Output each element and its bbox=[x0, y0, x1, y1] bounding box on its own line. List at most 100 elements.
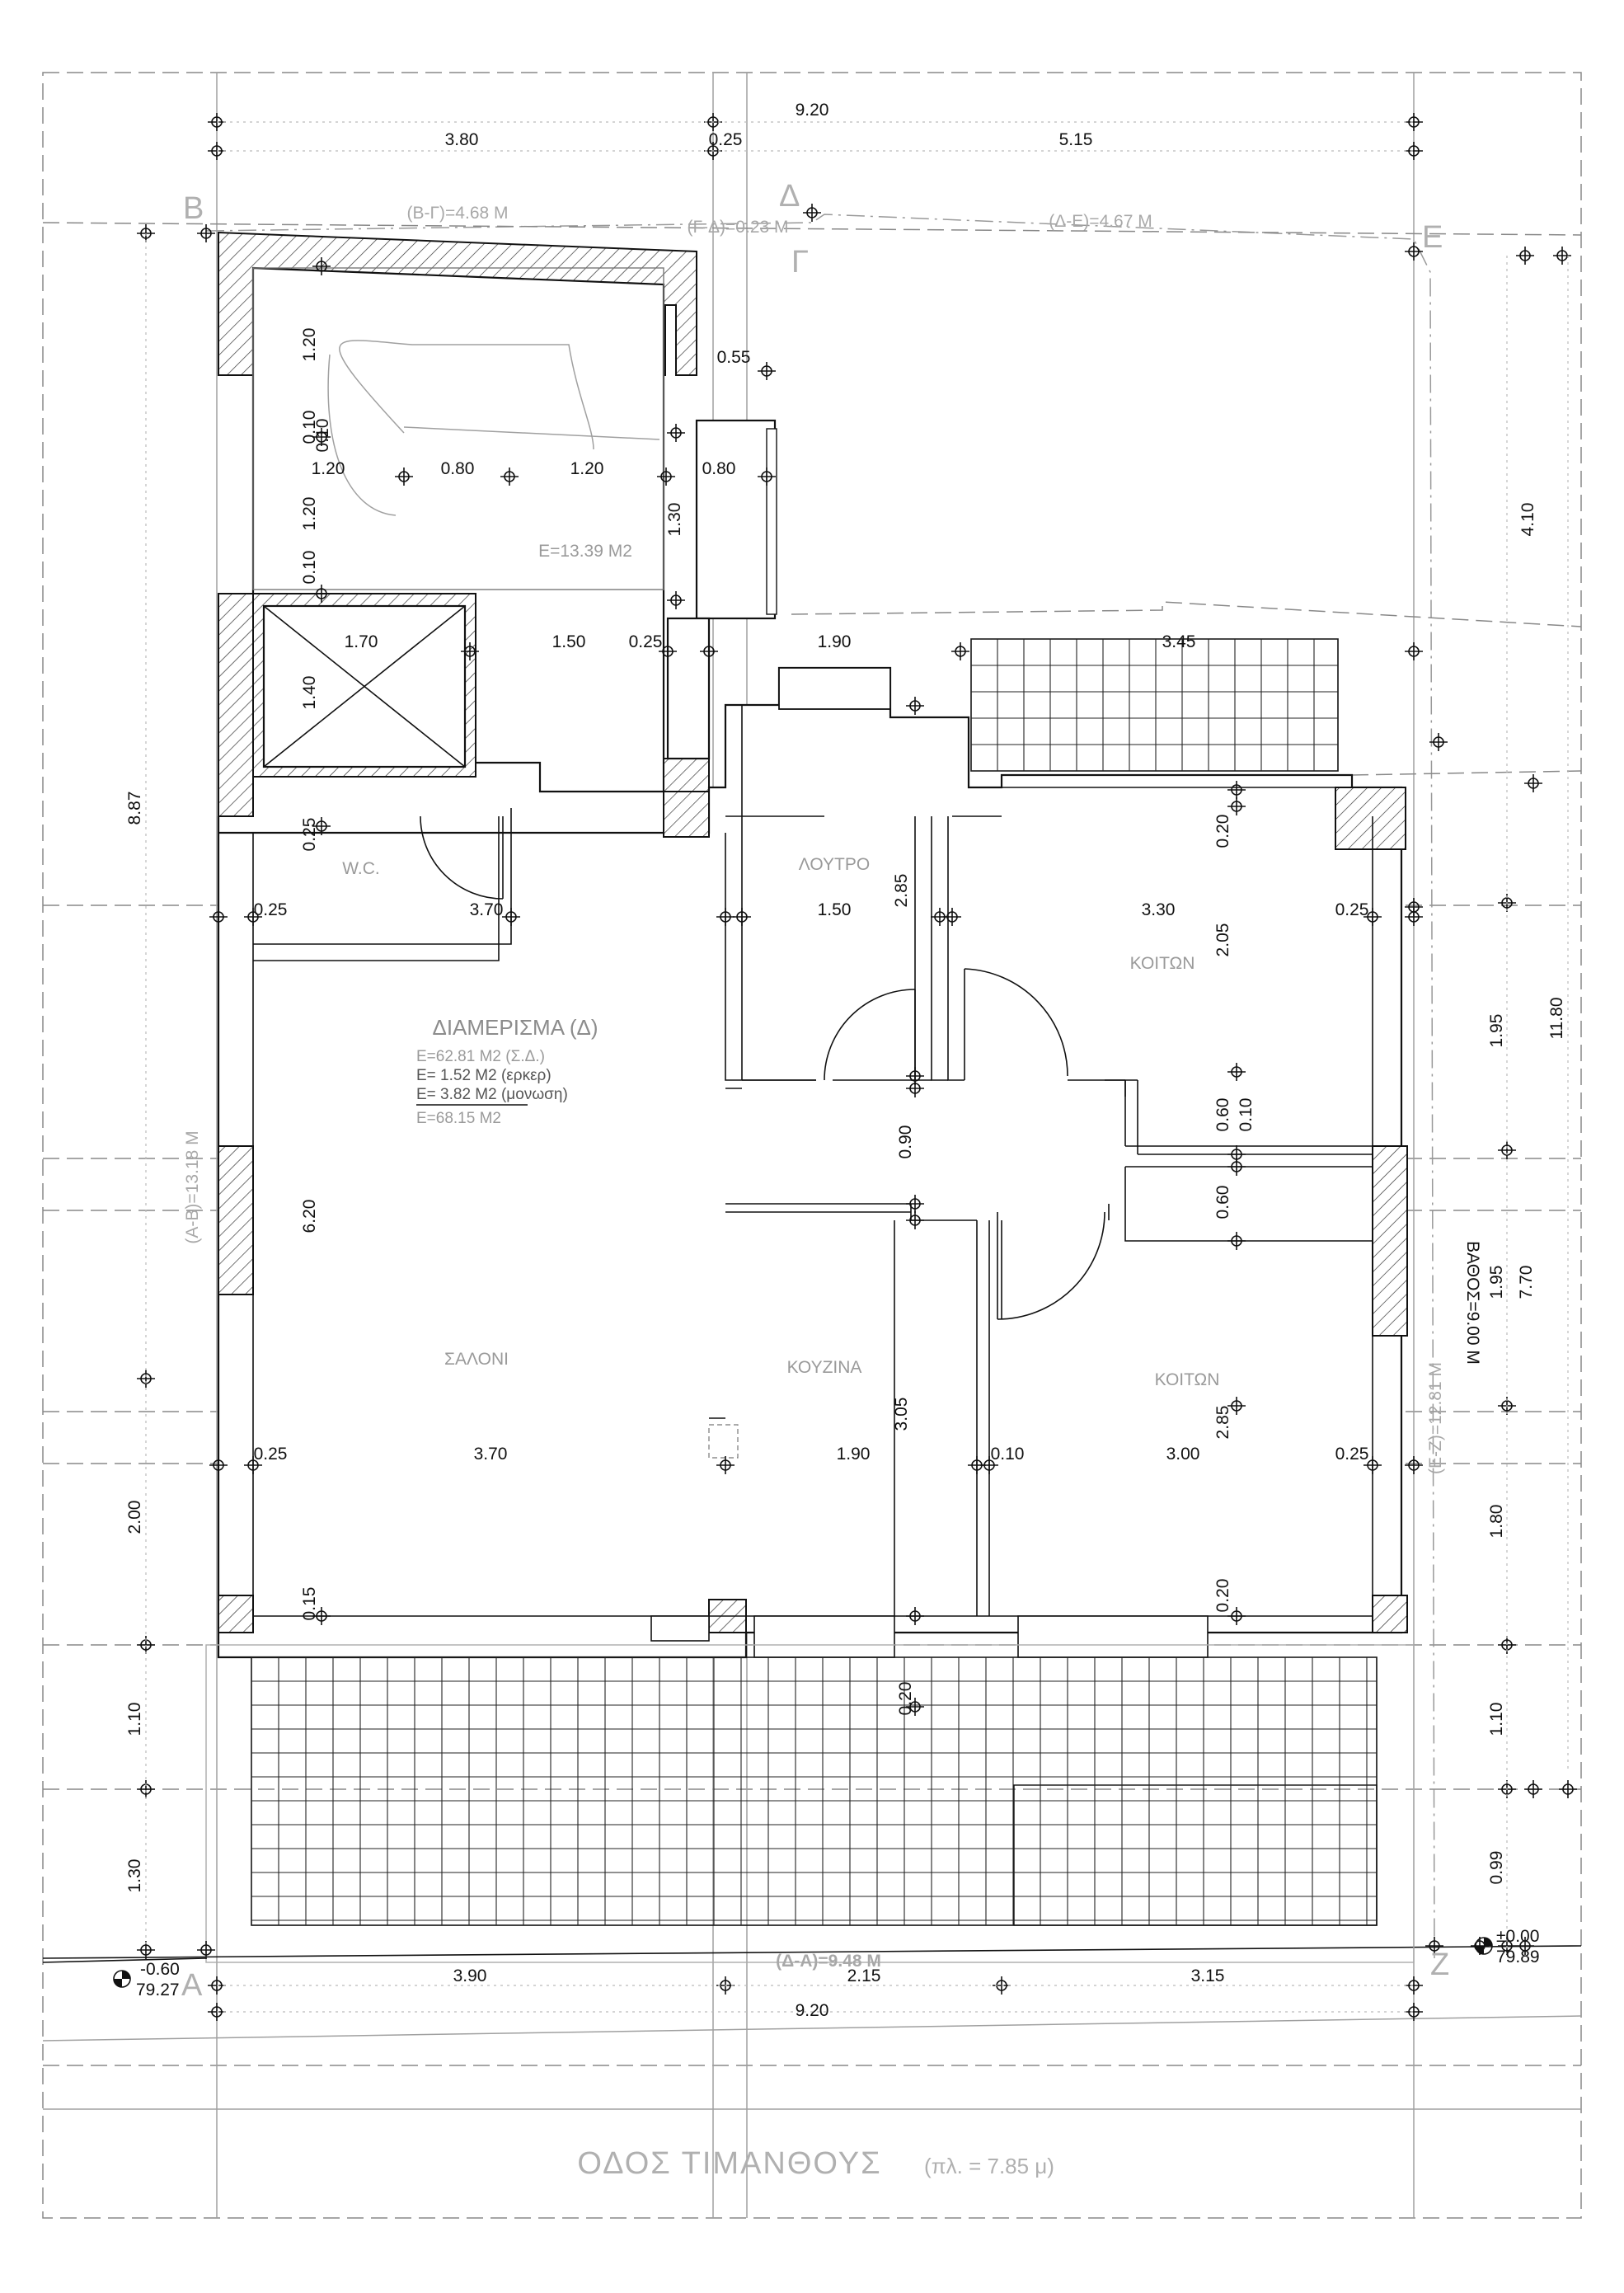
dim-stair-010a: 0.10 bbox=[300, 411, 319, 444]
dim-right-410: 4.10 bbox=[1518, 503, 1537, 537]
level-right-relative: ±0.00 bbox=[1496, 1927, 1539, 1946]
dim-mid-345: 3.45 bbox=[1162, 632, 1196, 651]
point-label-a: A bbox=[181, 1968, 203, 2003]
point-label-gamma: Γ bbox=[791, 245, 809, 280]
dim-lift-170: 1.70 bbox=[345, 632, 378, 651]
apartment-area-3: E= 3.82 M2 (μονωση) bbox=[416, 1086, 568, 1103]
apartment-area-2: E= 1.52 M2 (ερκερ) bbox=[416, 1067, 552, 1084]
edge-label-bg: (Β-Γ)=4.68 Μ bbox=[406, 204, 508, 223]
terrace-bottom bbox=[205, 1644, 1415, 1963]
point-label-delta: Δ bbox=[779, 179, 800, 214]
dim-stair-h080b: 0.80 bbox=[702, 459, 736, 478]
dim-left-130: 1.30 bbox=[125, 1859, 144, 1893]
dim-mid-060b: 0.60 bbox=[1213, 1186, 1232, 1219]
dim-mid-060a: 0.60 bbox=[1213, 1098, 1232, 1132]
dim-r1-330: 3.30 bbox=[1142, 900, 1176, 919]
dim-left-200: 2.00 bbox=[125, 1501, 144, 1534]
dim-right-770: 7.70 bbox=[1517, 1266, 1536, 1299]
apartment-area-total: E=68.15 M2 bbox=[416, 1110, 501, 1127]
dim-stair-055: 0.55 bbox=[717, 348, 751, 367]
edge-label-ez: (Ε-Ζ)=12.81 Μ bbox=[1426, 1362, 1445, 1474]
dim-stair-h080: 0.80 bbox=[441, 459, 475, 478]
doors bbox=[420, 815, 1105, 1320]
dim-r1-150: 1.50 bbox=[818, 900, 852, 919]
stair-area-label: E=13.39 M2 bbox=[538, 542, 632, 561]
axis-marks bbox=[137, 113, 1577, 2021]
dim-stair-120b: 1.20 bbox=[300, 497, 319, 531]
room-bedroom-1: ΚΟΙΤΩΝ bbox=[1130, 954, 1195, 973]
dim-r1-285: 2.85 bbox=[892, 874, 911, 908]
dim-lift-150: 1.50 bbox=[552, 632, 586, 651]
dim-r2-300: 3.00 bbox=[1166, 1445, 1200, 1464]
dim-right-110: 1.10 bbox=[1487, 1703, 1506, 1736]
dim-stair-010x: 0.10 bbox=[313, 419, 332, 453]
dim-r1-370: 3.70 bbox=[470, 900, 504, 919]
dim-lift-025v: 0.25 bbox=[300, 818, 319, 852]
dim-b-015: 0.15 bbox=[300, 1587, 319, 1621]
point-label-b: B bbox=[183, 191, 204, 226]
level-left-absolute: 79.27 bbox=[136, 1981, 180, 1999]
dim-bottom-right: 3.15 bbox=[1191, 1966, 1225, 1985]
dim-r2-025b: 0.25 bbox=[1335, 1445, 1369, 1464]
dim-r2-025: 0.25 bbox=[254, 1445, 288, 1464]
dim-mid-010: 0.10 bbox=[1237, 1098, 1256, 1132]
depth-label: ΒΑΘΟΣ=9.00 Μ bbox=[1463, 1241, 1482, 1365]
plot-boundary bbox=[42, 214, 1582, 2042]
dim-r1-025: 0.25 bbox=[254, 900, 288, 919]
dim-salon-620: 6.20 bbox=[300, 1200, 319, 1233]
dim-stair-010b: 0.10 bbox=[300, 551, 319, 585]
point-label-e: E bbox=[1422, 220, 1443, 255]
street-name: ΟΔΟΣ ΤΙΜΑΝΘΟΥΣ bbox=[577, 2146, 881, 2181]
level-left-relative: -0.60 bbox=[140, 1960, 180, 1979]
apartment-area-1: E=62.81 M2 (Σ.Δ.) bbox=[416, 1048, 545, 1065]
room-kitchen: ΚΟΥΖΙΝΑ bbox=[787, 1358, 862, 1377]
balcony-top bbox=[970, 638, 1339, 772]
dim-bottom-left: 3.90 bbox=[453, 1966, 487, 1985]
apartment-walls bbox=[217, 666, 1408, 1659]
dim-b-020: 0.20 bbox=[1213, 1579, 1232, 1613]
dimension-lines bbox=[145, 121, 1569, 2013]
dim-right-195a: 1.95 bbox=[1487, 1014, 1506, 1048]
room-wc: W.C. bbox=[342, 859, 380, 878]
edge-label-da: (Δ-Α)=9.48 Μ bbox=[776, 1952, 881, 1971]
dim-top-left: 3.80 bbox=[445, 130, 479, 149]
dim-r2-010: 0.10 bbox=[991, 1445, 1025, 1464]
edge-label-gd: (Γ-Δ)=0.23 Μ bbox=[687, 218, 788, 237]
dim-right-099: 0.99 bbox=[1487, 1851, 1506, 1885]
point-label-z: Z bbox=[1430, 1948, 1449, 1982]
level-marker-left bbox=[113, 1970, 131, 1988]
dim-stair-130: 1.30 bbox=[665, 503, 684, 537]
dim-bottom-mid: 2.15 bbox=[847, 1966, 881, 1985]
dim-lift-140: 1.40 bbox=[300, 676, 319, 710]
dim-top-mid: 0.25 bbox=[709, 130, 743, 149]
dim-bottom-total: 9.20 bbox=[796, 2001, 829, 2020]
dim-left-110: 1.10 bbox=[125, 1703, 144, 1736]
dim-left-887: 8.87 bbox=[125, 792, 144, 825]
edge-label-ab: (Α-Β)=13.18 Μ bbox=[183, 1130, 202, 1243]
dim-r2-190: 1.90 bbox=[837, 1445, 871, 1464]
dim-b-020b: 0.20 bbox=[896, 1682, 915, 1716]
apartment-title: ΔΙΑΜΕΡΙΣΜΑ (Δ) bbox=[432, 1015, 598, 1040]
dim-lift-025: 0.25 bbox=[629, 632, 663, 651]
dim-stair-h120: 1.20 bbox=[312, 459, 345, 478]
dim-stair-120a: 1.20 bbox=[300, 328, 319, 362]
dim-stair-h120b: 1.20 bbox=[570, 459, 604, 478]
dim-mid-190: 1.90 bbox=[818, 632, 852, 651]
dim-right-180: 1.80 bbox=[1487, 1505, 1506, 1539]
dim-top-total: 9.20 bbox=[796, 101, 829, 120]
street-width: (πλ. = 7.85 μ) bbox=[924, 2154, 1054, 2178]
dim-right-1180: 11.80 bbox=[1547, 998, 1566, 1040]
room-living: ΣΑΛΟΝΙ bbox=[444, 1350, 509, 1369]
dim-r1-020: 0.20 bbox=[1213, 815, 1232, 848]
dim-k-305: 3.05 bbox=[892, 1398, 911, 1431]
dim-r1-025b: 0.25 bbox=[1335, 900, 1369, 919]
dim-r1-205: 2.05 bbox=[1213, 923, 1232, 957]
room-bath: ΛΟΥΤΡΟ bbox=[799, 855, 870, 874]
room-bedroom-2: ΚΟΙΤΩΝ bbox=[1155, 1370, 1220, 1389]
dim-top-right: 5.15 bbox=[1059, 130, 1093, 149]
edge-label-de: (Δ-Ε)=4.67 Μ bbox=[1049, 212, 1152, 231]
dim-r2-370: 3.70 bbox=[474, 1445, 508, 1464]
level-right-absolute: 79.89 bbox=[1496, 1948, 1540, 1966]
dim-right-195b: 1.95 bbox=[1487, 1266, 1506, 1299]
